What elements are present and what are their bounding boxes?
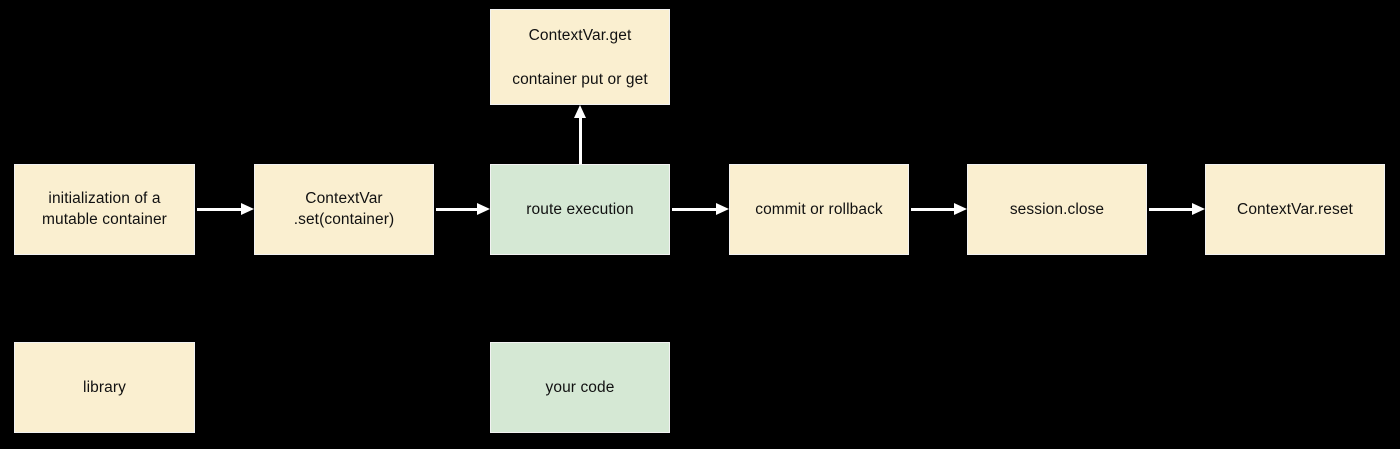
node-commit-or-rollback-label: commit or rollback bbox=[755, 201, 883, 218]
node-contextvar-set[interactable]: ContextVar .set(container) bbox=[254, 164, 434, 255]
node-route-execution-label: route execution bbox=[526, 201, 634, 218]
legend-your-code-label: your code bbox=[545, 379, 615, 396]
arrow-shaft bbox=[436, 207, 477, 211]
node-contextvar-reset-label: ContextVar.reset bbox=[1237, 201, 1353, 218]
arrow-head-up-icon bbox=[574, 105, 586, 118]
arrow-shaft bbox=[1149, 207, 1192, 211]
legend-item-library: library bbox=[14, 342, 195, 433]
arrow-head-right-icon bbox=[716, 203, 729, 215]
legend-item-your-code: your code bbox=[490, 342, 670, 433]
node-contextvar-reset[interactable]: ContextVar.reset bbox=[1205, 164, 1385, 255]
node-commit-or-rollback[interactable]: commit or rollback bbox=[729, 164, 909, 255]
arrow-shaft bbox=[578, 116, 582, 165]
node-contextvar-get-line-1: ContextVar.get bbox=[528, 26, 632, 44]
arrow-session-close-to-contextvar-reset bbox=[1149, 203, 1205, 215]
node-contextvar-set-line-2: .set(container) bbox=[293, 211, 395, 228]
arrow-shaft bbox=[911, 207, 954, 211]
arrow-head-right-icon bbox=[1192, 203, 1205, 215]
node-contextvar-get[interactable]: ContextVar.get container put or get bbox=[490, 9, 670, 105]
arrow-head-right-icon bbox=[477, 203, 490, 215]
arrow-head-right-icon bbox=[241, 203, 254, 215]
node-route-execution[interactable]: route execution bbox=[490, 164, 670, 255]
node-contextvar-get-line-2: container put or get bbox=[512, 70, 648, 88]
arrow-commit-or-rollback-to-session-close bbox=[911, 203, 967, 215]
node-init-container-line-2: mutable container bbox=[42, 211, 167, 228]
node-init-container[interactable]: initialization of a mutable container bbox=[14, 164, 195, 255]
node-session-close-label: session.close bbox=[1009, 201, 1105, 218]
legend-library-label: library bbox=[83, 379, 126, 396]
node-session-close[interactable]: session.close bbox=[967, 164, 1147, 255]
arrow-route-execution-to-contextvar-get bbox=[574, 105, 586, 165]
node-init-container-line-1: initialization of a bbox=[48, 190, 161, 207]
arrow-route-execution-to-commit-or-rollback bbox=[672, 203, 729, 215]
arrow-shaft bbox=[672, 207, 716, 211]
arrow-shaft bbox=[197, 207, 241, 211]
node-contextvar-set-line-1: ContextVar bbox=[305, 190, 383, 207]
arrow-head-right-icon bbox=[954, 203, 967, 215]
arrow-init-container-to-contextvar-set bbox=[197, 203, 254, 215]
arrow-contextvar-set-to-route-execution bbox=[436, 203, 490, 215]
